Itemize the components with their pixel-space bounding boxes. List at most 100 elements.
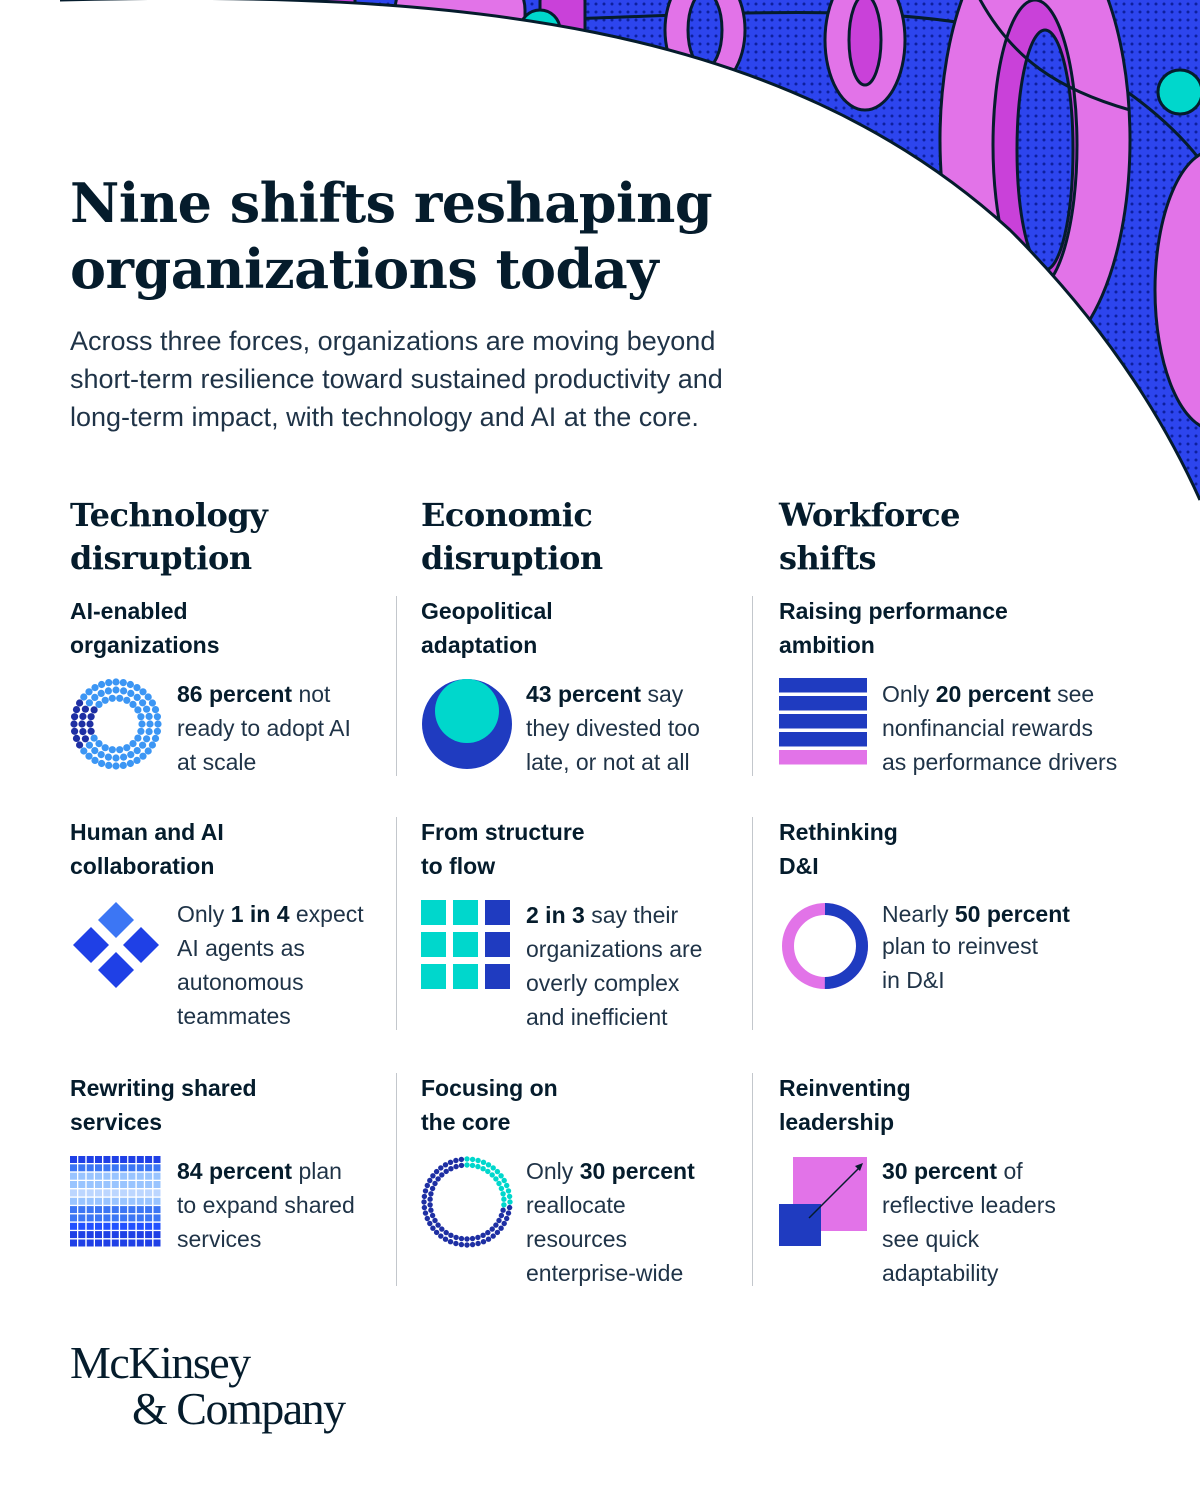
circle-dot [469, 1156, 476, 1163]
stat-text: say [641, 681, 684, 707]
ring-dot [145, 712, 153, 720]
circle-dot [447, 1159, 454, 1165]
circle-dot [432, 1180, 438, 1187]
grid-square [103, 1197, 111, 1205]
grid-square [103, 1164, 111, 1172]
stat-text: as performance drivers [882, 749, 1118, 775]
grid-square [153, 1156, 161, 1163]
grid-square [128, 1197, 136, 1205]
grid-square [86, 1231, 94, 1239]
grid-square [70, 1222, 77, 1230]
ring-dot [120, 753, 128, 761]
growth-arrow [808, 1165, 862, 1219]
inner-circle [435, 679, 499, 743]
shift-title-line: leadership [779, 1109, 895, 1135]
grid-square [86, 1222, 94, 1230]
grid-square [145, 1172, 153, 1180]
grid-square [111, 1164, 119, 1172]
shift-title-structure-to-flow: From structure to flow [421, 815, 585, 883]
heading-line: Economic [421, 496, 593, 534]
ring-dot [119, 679, 127, 687]
circle-dot [430, 1173, 436, 1179]
circle-dot [501, 1220, 507, 1227]
ring-dot [87, 713, 95, 721]
circle-dot [433, 1229, 440, 1236]
stat-text: late, or not at all [526, 749, 690, 775]
ring-dot [153, 713, 161, 721]
grid-square [86, 1206, 94, 1214]
grid-square [78, 1172, 86, 1180]
stat-text: at scale [177, 749, 257, 775]
shift-title-line: Raising performance [779, 598, 1008, 624]
stat-reinvest-di: Nearly 50 percent plan to reinvest in D&… [882, 897, 1070, 997]
circle-dot [480, 1239, 487, 1245]
circle-dot [480, 1166, 486, 1172]
grid-square [70, 1164, 77, 1172]
heading-line: disruption [421, 539, 603, 577]
grid-square [145, 1189, 153, 1197]
stat-text: Nearly [882, 901, 955, 927]
grid-square [153, 1222, 161, 1230]
circle-dot [448, 1166, 454, 1172]
circle-dot [500, 1191, 506, 1197]
ring-dot [104, 687, 112, 695]
ring-dot [148, 741, 156, 749]
grid-cell [485, 932, 510, 957]
stat-text: reallocate [526, 1192, 626, 1218]
circle-dot [498, 1225, 504, 1231]
ring-dot [126, 680, 134, 689]
grid-square [128, 1156, 136, 1163]
grid-square [153, 1214, 161, 1222]
grid-square [86, 1181, 94, 1188]
stat-overly-complex: 2 in 3 say their organizations are overl… [526, 898, 702, 1034]
ring-dot [108, 694, 116, 702]
circle-dot [427, 1220, 433, 1227]
ring-dot [98, 680, 106, 689]
stat-text: teammates [177, 1003, 291, 1029]
grid-cell [485, 900, 510, 925]
grid-square [136, 1214, 144, 1222]
grid-square [78, 1206, 86, 1214]
grid-square [95, 1164, 102, 1172]
grid-square [153, 1206, 161, 1214]
circle-dot [458, 1156, 465, 1163]
grid-square [128, 1172, 136, 1180]
circle-dot [458, 1241, 465, 1248]
circle-dot [435, 1222, 441, 1228]
grid-square [120, 1197, 128, 1205]
shift-title-line: Rethinking [779, 819, 898, 845]
grid-square [120, 1189, 128, 1197]
grid-cell [453, 900, 478, 925]
circle-dot [421, 1193, 428, 1200]
grid-square [78, 1222, 86, 1230]
grid-square [153, 1181, 161, 1188]
grid-square [128, 1206, 136, 1214]
ring-dot [90, 706, 98, 714]
circle-dot [421, 1204, 428, 1211]
ring-dot [85, 752, 93, 760]
ring-dot [101, 744, 109, 752]
page-title-line: organizations today [70, 237, 659, 301]
grid-square [103, 1189, 111, 1197]
shift-title-reinventing-leadership: Reinventing leadership [779, 1071, 911, 1139]
grid-cell [421, 932, 446, 957]
grid-cell [421, 900, 446, 925]
grid-square [103, 1214, 111, 1222]
grid-cell [485, 964, 510, 989]
circle-dot [485, 1229, 491, 1236]
grid-square [70, 1239, 77, 1247]
circle-dot [439, 1226, 445, 1232]
ring-dot [80, 693, 88, 701]
stat-text: of [997, 1158, 1023, 1184]
ring-dot [79, 712, 87, 720]
stat-ai-agents: Only 1 in 4 expect AI agents as autonomo… [177, 897, 364, 1033]
circle-dot [475, 1240, 481, 1247]
circle-dot [464, 1156, 470, 1162]
ring-dot [119, 761, 127, 769]
column-divider [396, 596, 397, 776]
ring-dot [72, 734, 81, 742]
grid-square [78, 1197, 86, 1205]
grid-cell [421, 964, 446, 989]
circle-dot [496, 1180, 502, 1187]
grid-square [78, 1214, 86, 1222]
